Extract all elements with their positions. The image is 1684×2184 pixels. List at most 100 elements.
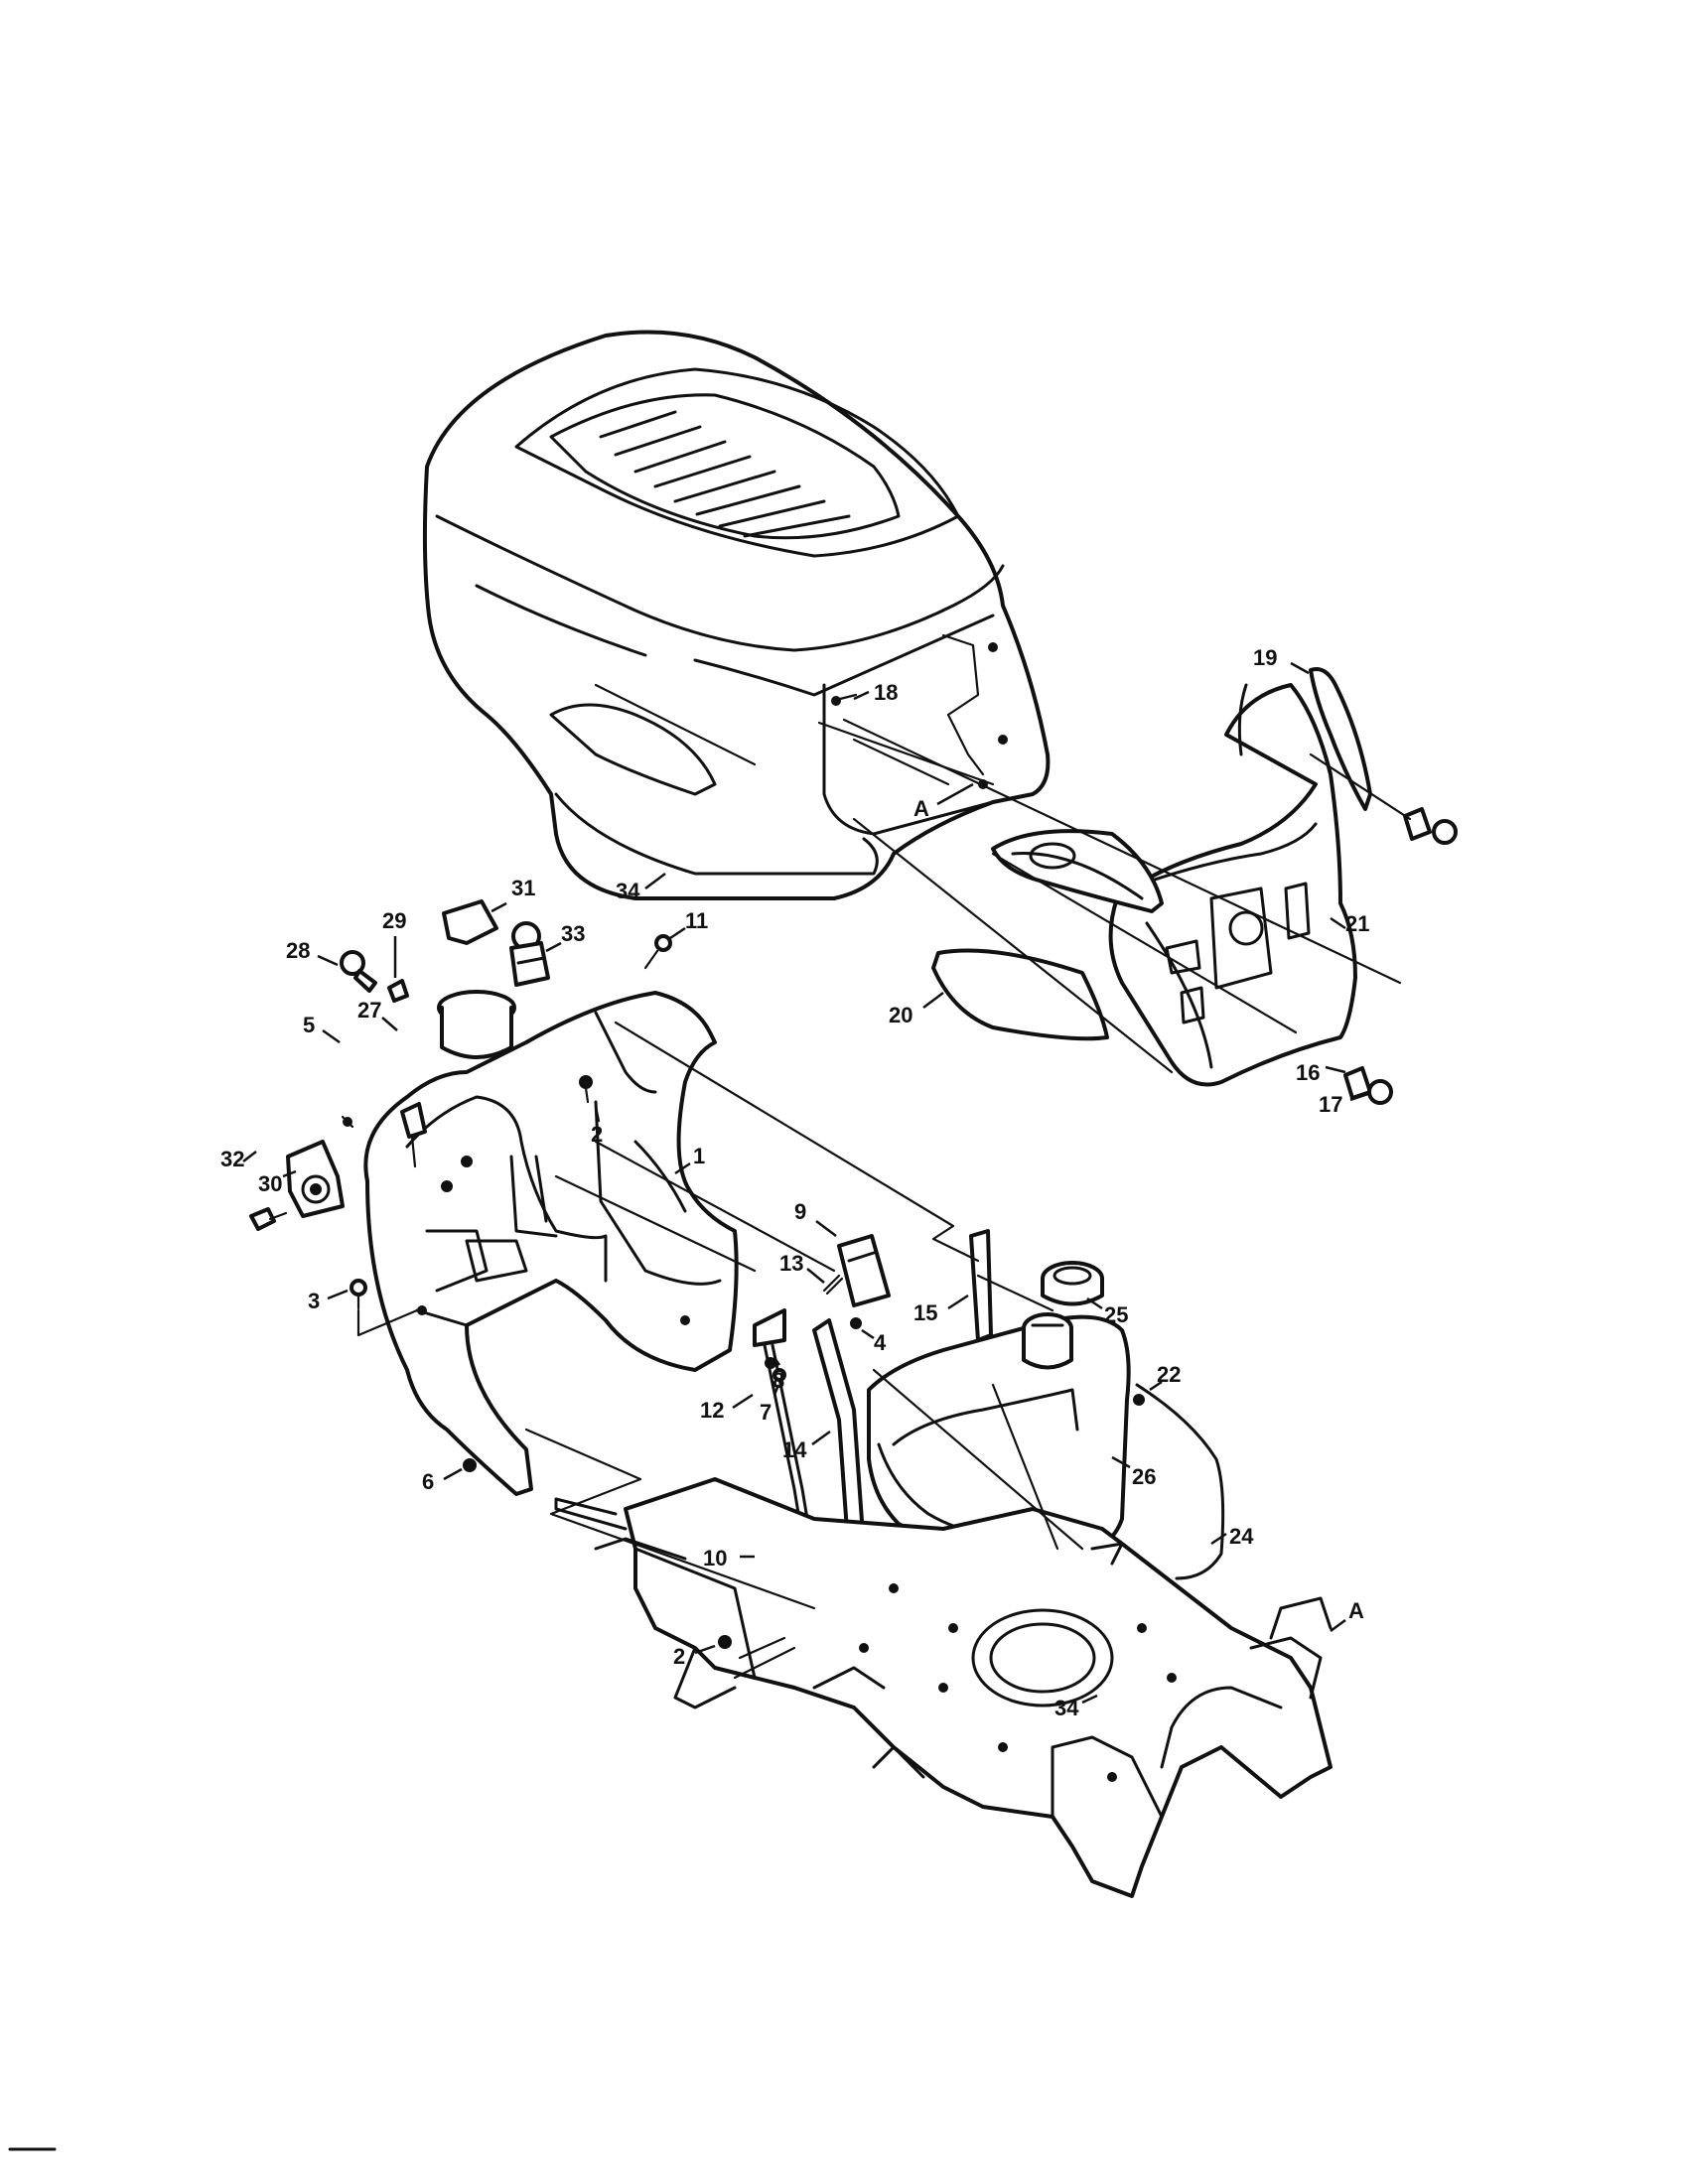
svg-text:16: 16 <box>1296 1060 1320 1085</box>
callout-12: 12 <box>700 1393 754 1423</box>
svg-text:31: 31 <box>511 876 535 900</box>
fuel-line-part-24 <box>1135 1383 1225 1580</box>
callout-8: 8 <box>772 1357 784 1393</box>
svg-text:A: A <box>913 796 929 821</box>
svg-text:28: 28 <box>286 938 310 963</box>
bulb-socket-upper <box>1403 807 1458 845</box>
screw-part-4 <box>850 1317 862 1329</box>
svg-text:14: 14 <box>782 1437 807 1462</box>
callout-18: 18 <box>853 680 898 705</box>
washer-part-7-8 <box>765 1357 786 1382</box>
headlight-lens <box>991 829 1164 913</box>
svg-text:33: 33 <box>561 921 585 946</box>
lens-part-19 <box>1309 667 1372 811</box>
callout-4: 4 <box>861 1328 887 1355</box>
svg-text:34: 34 <box>616 879 640 903</box>
hood-part-34 <box>422 330 1051 900</box>
svg-text:8: 8 <box>772 1368 784 1393</box>
callout-30: 30 <box>258 1169 297 1196</box>
bracket-part-9 <box>837 1234 891 1307</box>
svg-text:17: 17 <box>1319 1092 1342 1117</box>
callout-32: 32 <box>220 1147 257 1171</box>
pin-part-13 <box>822 1274 844 1296</box>
ignition-switch-part-30 <box>286 1140 345 1218</box>
svg-text:24: 24 <box>1229 1524 1254 1549</box>
callout-19: 19 <box>1253 645 1310 675</box>
callout-11: 11 <box>669 908 708 940</box>
callout-34-line: 34 <box>1054 1694 1098 1720</box>
svg-text:34: 34 <box>1054 1696 1079 1720</box>
callout-27: 27 <box>357 998 398 1031</box>
callout-9: 9 <box>794 1199 837 1237</box>
svg-text:6: 6 <box>422 1469 434 1494</box>
callout-15: 15 <box>913 1294 969 1325</box>
callout-a-lower: A <box>1330 1598 1364 1633</box>
callout-34-hood: 34 <box>616 873 666 903</box>
callout-10: 10 <box>703 1546 755 1570</box>
callout-14: 14 <box>782 1430 831 1462</box>
svg-text:18: 18 <box>874 680 898 705</box>
svg-text:21: 21 <box>1345 911 1369 936</box>
callout-26: 26 <box>1111 1455 1156 1489</box>
callout-1: 1 <box>674 1144 705 1175</box>
svg-text:26: 26 <box>1132 1464 1156 1489</box>
callout-33: 33 <box>545 921 585 953</box>
bracket-part-15 <box>969 1229 993 1342</box>
knob-part-27 <box>400 1102 427 1168</box>
fuel-cap-part-25 <box>1041 1261 1104 1306</box>
svg-text:4: 4 <box>874 1330 887 1355</box>
callout-24: 24 <box>1210 1524 1254 1549</box>
switch-part-33 <box>509 921 550 987</box>
callouts: 18 19 A 34 31 29 33 11 28 21 27 5 20 16 … <box>220 645 1369 1720</box>
svg-text:22: 22 <box>1157 1362 1181 1387</box>
svg-text:32: 32 <box>220 1147 244 1171</box>
lens-part-20 <box>931 948 1109 1041</box>
clamp-part-22 <box>1133 1394 1145 1406</box>
callout-7: 7 <box>760 1384 780 1425</box>
screw-part-2-lower <box>718 1635 732 1649</box>
bulb-part-17 <box>1367 1079 1393 1105</box>
dash-panel-part-1 <box>363 990 739 1496</box>
callout-2-upper: 2 <box>591 1106 603 1147</box>
callout-17: 17 <box>1319 1092 1369 1117</box>
screw-part-6 <box>463 1458 477 1472</box>
key-part-32 <box>249 1207 288 1231</box>
callout-22: 22 <box>1149 1362 1181 1392</box>
switch-part-31 <box>442 899 498 945</box>
callout-a-upper: A <box>913 782 974 821</box>
svg-text:29: 29 <box>382 908 406 933</box>
frame-chassis <box>554 1477 1333 1898</box>
svg-text:12: 12 <box>700 1398 724 1423</box>
screw-part-3 <box>350 1279 367 1310</box>
callout-2-lower: 2 <box>673 1644 716 1669</box>
callout-28: 28 <box>286 938 339 967</box>
callout-31: 31 <box>491 876 535 913</box>
svg-text:5: 5 <box>303 1013 315 1037</box>
svg-text:2: 2 <box>591 1122 603 1147</box>
svg-text:13: 13 <box>779 1251 803 1276</box>
svg-text:30: 30 <box>258 1171 282 1196</box>
svg-text:A: A <box>1348 1598 1364 1623</box>
screw-part-5 <box>341 1115 354 1129</box>
knob-part-28 <box>340 950 377 993</box>
svg-text:25: 25 <box>1104 1302 1128 1327</box>
callout-13: 13 <box>779 1251 825 1284</box>
svg-text:19: 19 <box>1253 645 1277 670</box>
svg-text:20: 20 <box>889 1003 912 1027</box>
hood-vent-slats <box>599 410 851 538</box>
screw-part-2-upper <box>579 1075 593 1104</box>
svg-text:9: 9 <box>794 1199 806 1224</box>
svg-text:11: 11 <box>685 908 708 933</box>
callout-6: 6 <box>422 1467 463 1494</box>
callout-25: 25 <box>1086 1297 1128 1327</box>
callout-3: 3 <box>308 1289 349 1313</box>
svg-text:7: 7 <box>760 1400 772 1425</box>
svg-text:27: 27 <box>357 998 381 1023</box>
callout-29: 29 <box>382 908 406 978</box>
assembly-guide-lines <box>356 683 1412 1680</box>
svg-text:10: 10 <box>703 1546 727 1570</box>
svg-text:3: 3 <box>308 1289 320 1313</box>
svg-text:2: 2 <box>673 1644 685 1669</box>
callout-21: 21 <box>1330 911 1369 936</box>
